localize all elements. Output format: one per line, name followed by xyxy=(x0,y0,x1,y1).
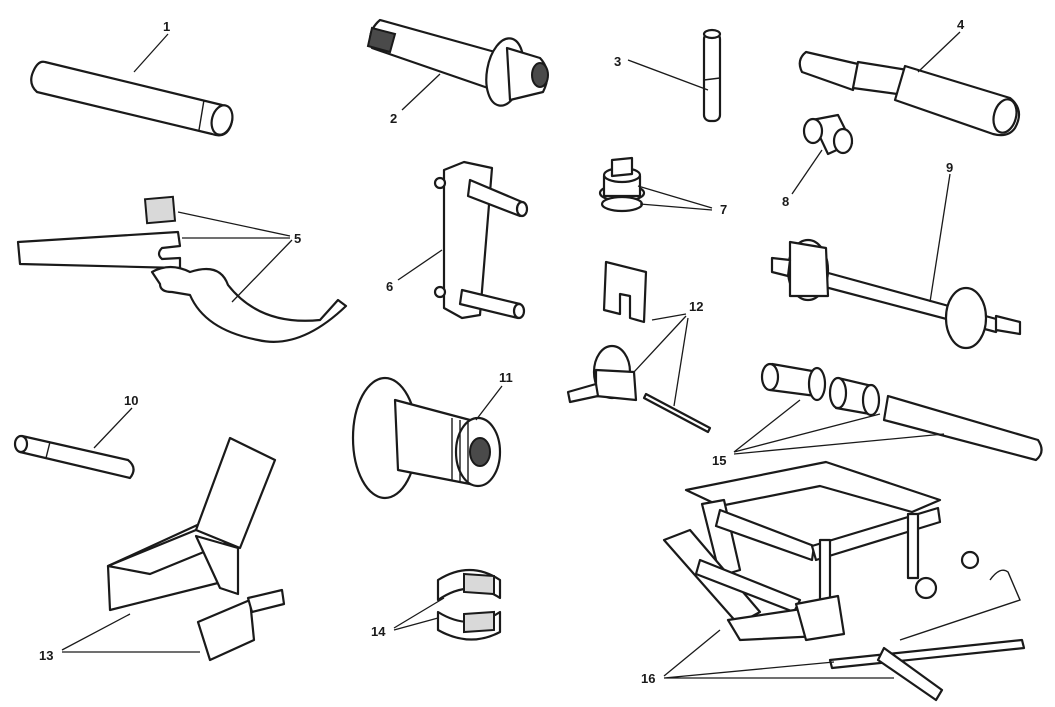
callout-4: 4 xyxy=(957,17,965,32)
callout-1: 1 xyxy=(163,19,170,34)
tool-11-flanged-sleeve xyxy=(351,376,502,500)
callout-labels: 1 2 3 4 5 6 7 8 9 10 11 12 13 14 15 16 xyxy=(39,17,965,686)
tool-16-stand-jack xyxy=(662,460,1026,702)
tool-6-pin-plate xyxy=(433,160,529,320)
tool-5-wrench-set xyxy=(16,195,348,343)
callout-6: 6 xyxy=(386,279,393,294)
tool-4-shaft xyxy=(798,50,1021,137)
tool-13-toolbox xyxy=(106,436,286,662)
tool-14-split-sleeve xyxy=(436,569,502,641)
callout-12: 12 xyxy=(689,299,703,314)
tool-9-puller-bar xyxy=(770,238,1022,350)
callout-9: 9 xyxy=(946,160,953,175)
tool-3-pin xyxy=(702,28,722,123)
tool-15-drift-set xyxy=(760,362,1043,462)
tool-12-plate-set xyxy=(566,260,712,434)
callout-14: 14 xyxy=(371,624,386,639)
callout-5: 5 xyxy=(294,231,301,246)
callout-15: 15 xyxy=(712,453,726,468)
callout-16: 16 xyxy=(641,671,655,686)
tool-10-short-pin xyxy=(13,434,135,480)
tool-2-flanged-shaft xyxy=(366,18,549,107)
callout-13: 13 xyxy=(39,648,53,663)
callout-2: 2 xyxy=(390,111,397,126)
callout-3: 3 xyxy=(614,54,621,69)
tool-8-coupling xyxy=(802,113,854,156)
callout-10: 10 xyxy=(124,393,138,408)
tool-7-adaptor xyxy=(598,156,646,213)
callout-7: 7 xyxy=(720,202,727,217)
leader-lines xyxy=(61,31,961,679)
callout-8: 8 xyxy=(782,194,789,209)
callout-11: 11 xyxy=(499,370,513,385)
tool-1-cylinder-bar xyxy=(30,60,234,137)
